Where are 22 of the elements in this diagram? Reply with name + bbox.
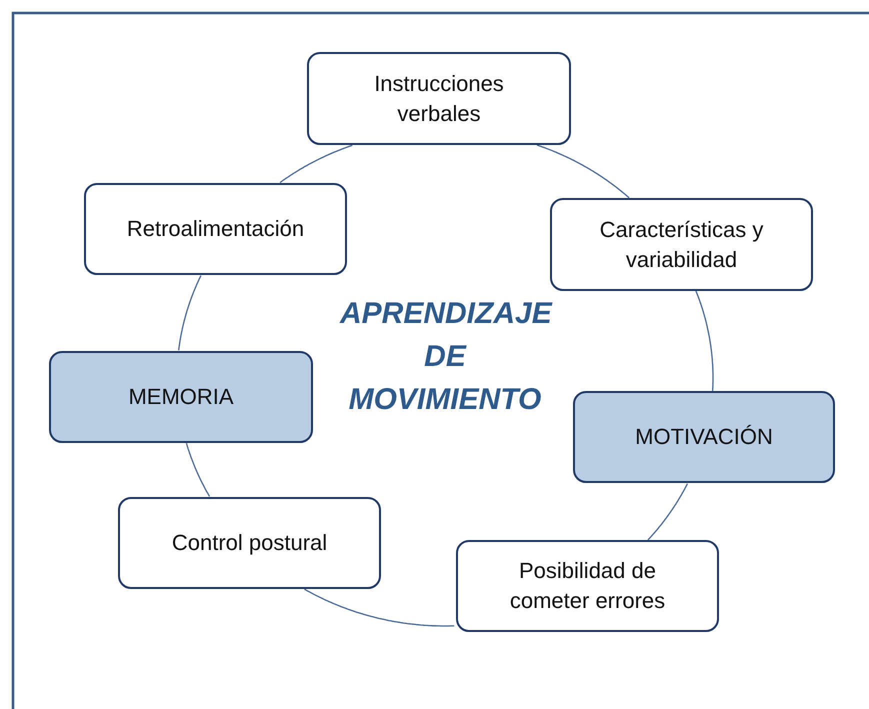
rounded-box: [49, 351, 313, 443]
box-label: Retroalimentación: [126, 215, 304, 243]
box-label: MOTIVACIÓN: [635, 423, 773, 451]
rounded-box: [84, 183, 347, 275]
box-label: Instrucciones verbales: [373, 70, 505, 128]
connector-arc: [186, 443, 210, 497]
connector-arc: [536, 144, 630, 198]
rounded-box: [550, 198, 813, 291]
connector-arc: [178, 275, 202, 350]
box-label: Posibilidad de cometer errores: [508, 557, 666, 615]
box-label: Características y variabilidad: [598, 216, 764, 274]
connector-arc: [695, 290, 714, 391]
rounded-box: [307, 52, 571, 145]
box-label: MEMORIA: [128, 383, 234, 411]
connector-arc: [304, 588, 454, 627]
rounded-box: [456, 540, 719, 632]
connector-arc: [280, 144, 352, 184]
connector-arc: [648, 483, 688, 540]
rounded-box: [573, 391, 835, 483]
box-label: Control postural: [172, 529, 328, 557]
center-title: APRENDIZAJE DE MOVIMIENTO: [340, 296, 550, 418]
rounded-box: [118, 497, 381, 589]
